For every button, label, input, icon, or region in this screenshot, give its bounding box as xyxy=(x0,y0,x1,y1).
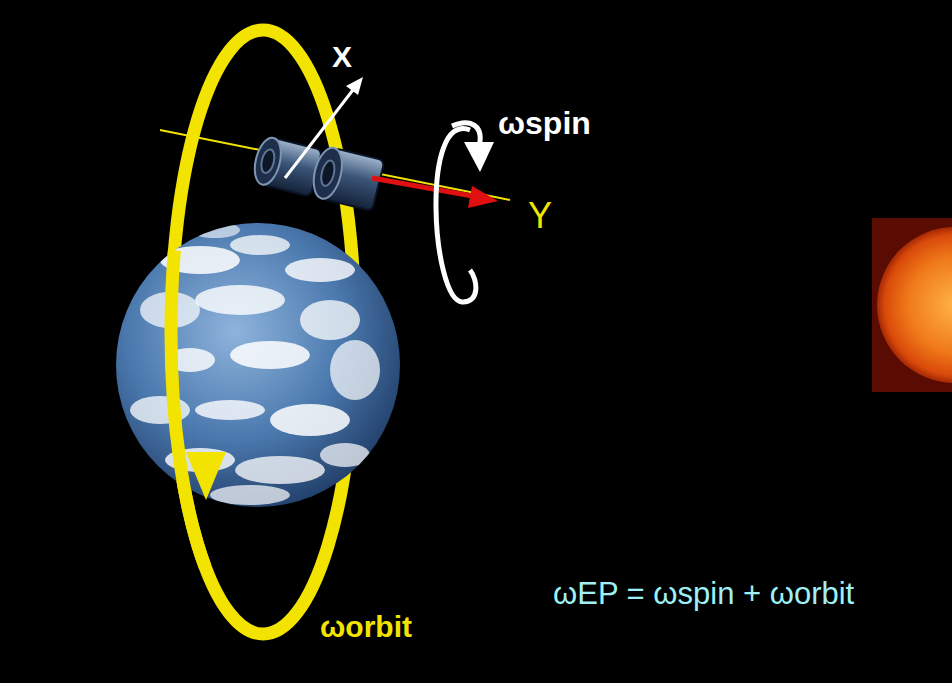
y-axis-arrow xyxy=(372,178,478,197)
spin-rate-label: ωspin xyxy=(498,106,591,141)
x-axis-arrow xyxy=(285,86,356,178)
axis-label: X xyxy=(332,40,352,73)
axis-label: Y xyxy=(528,196,552,236)
orbit-rate-label: ωorbit xyxy=(320,610,412,643)
y-axis-arrowhead xyxy=(468,186,498,208)
satellite xyxy=(250,135,384,211)
orbit-arrowhead xyxy=(186,452,226,500)
equation: ωEP = ωspin + ωorbit xyxy=(553,577,854,611)
sun-image xyxy=(872,218,952,392)
x-axis-arrowhead xyxy=(346,77,363,95)
orbit-front xyxy=(171,30,263,634)
earth xyxy=(116,222,400,507)
spin-loop xyxy=(436,129,476,303)
spin-arrowhead xyxy=(464,142,494,172)
